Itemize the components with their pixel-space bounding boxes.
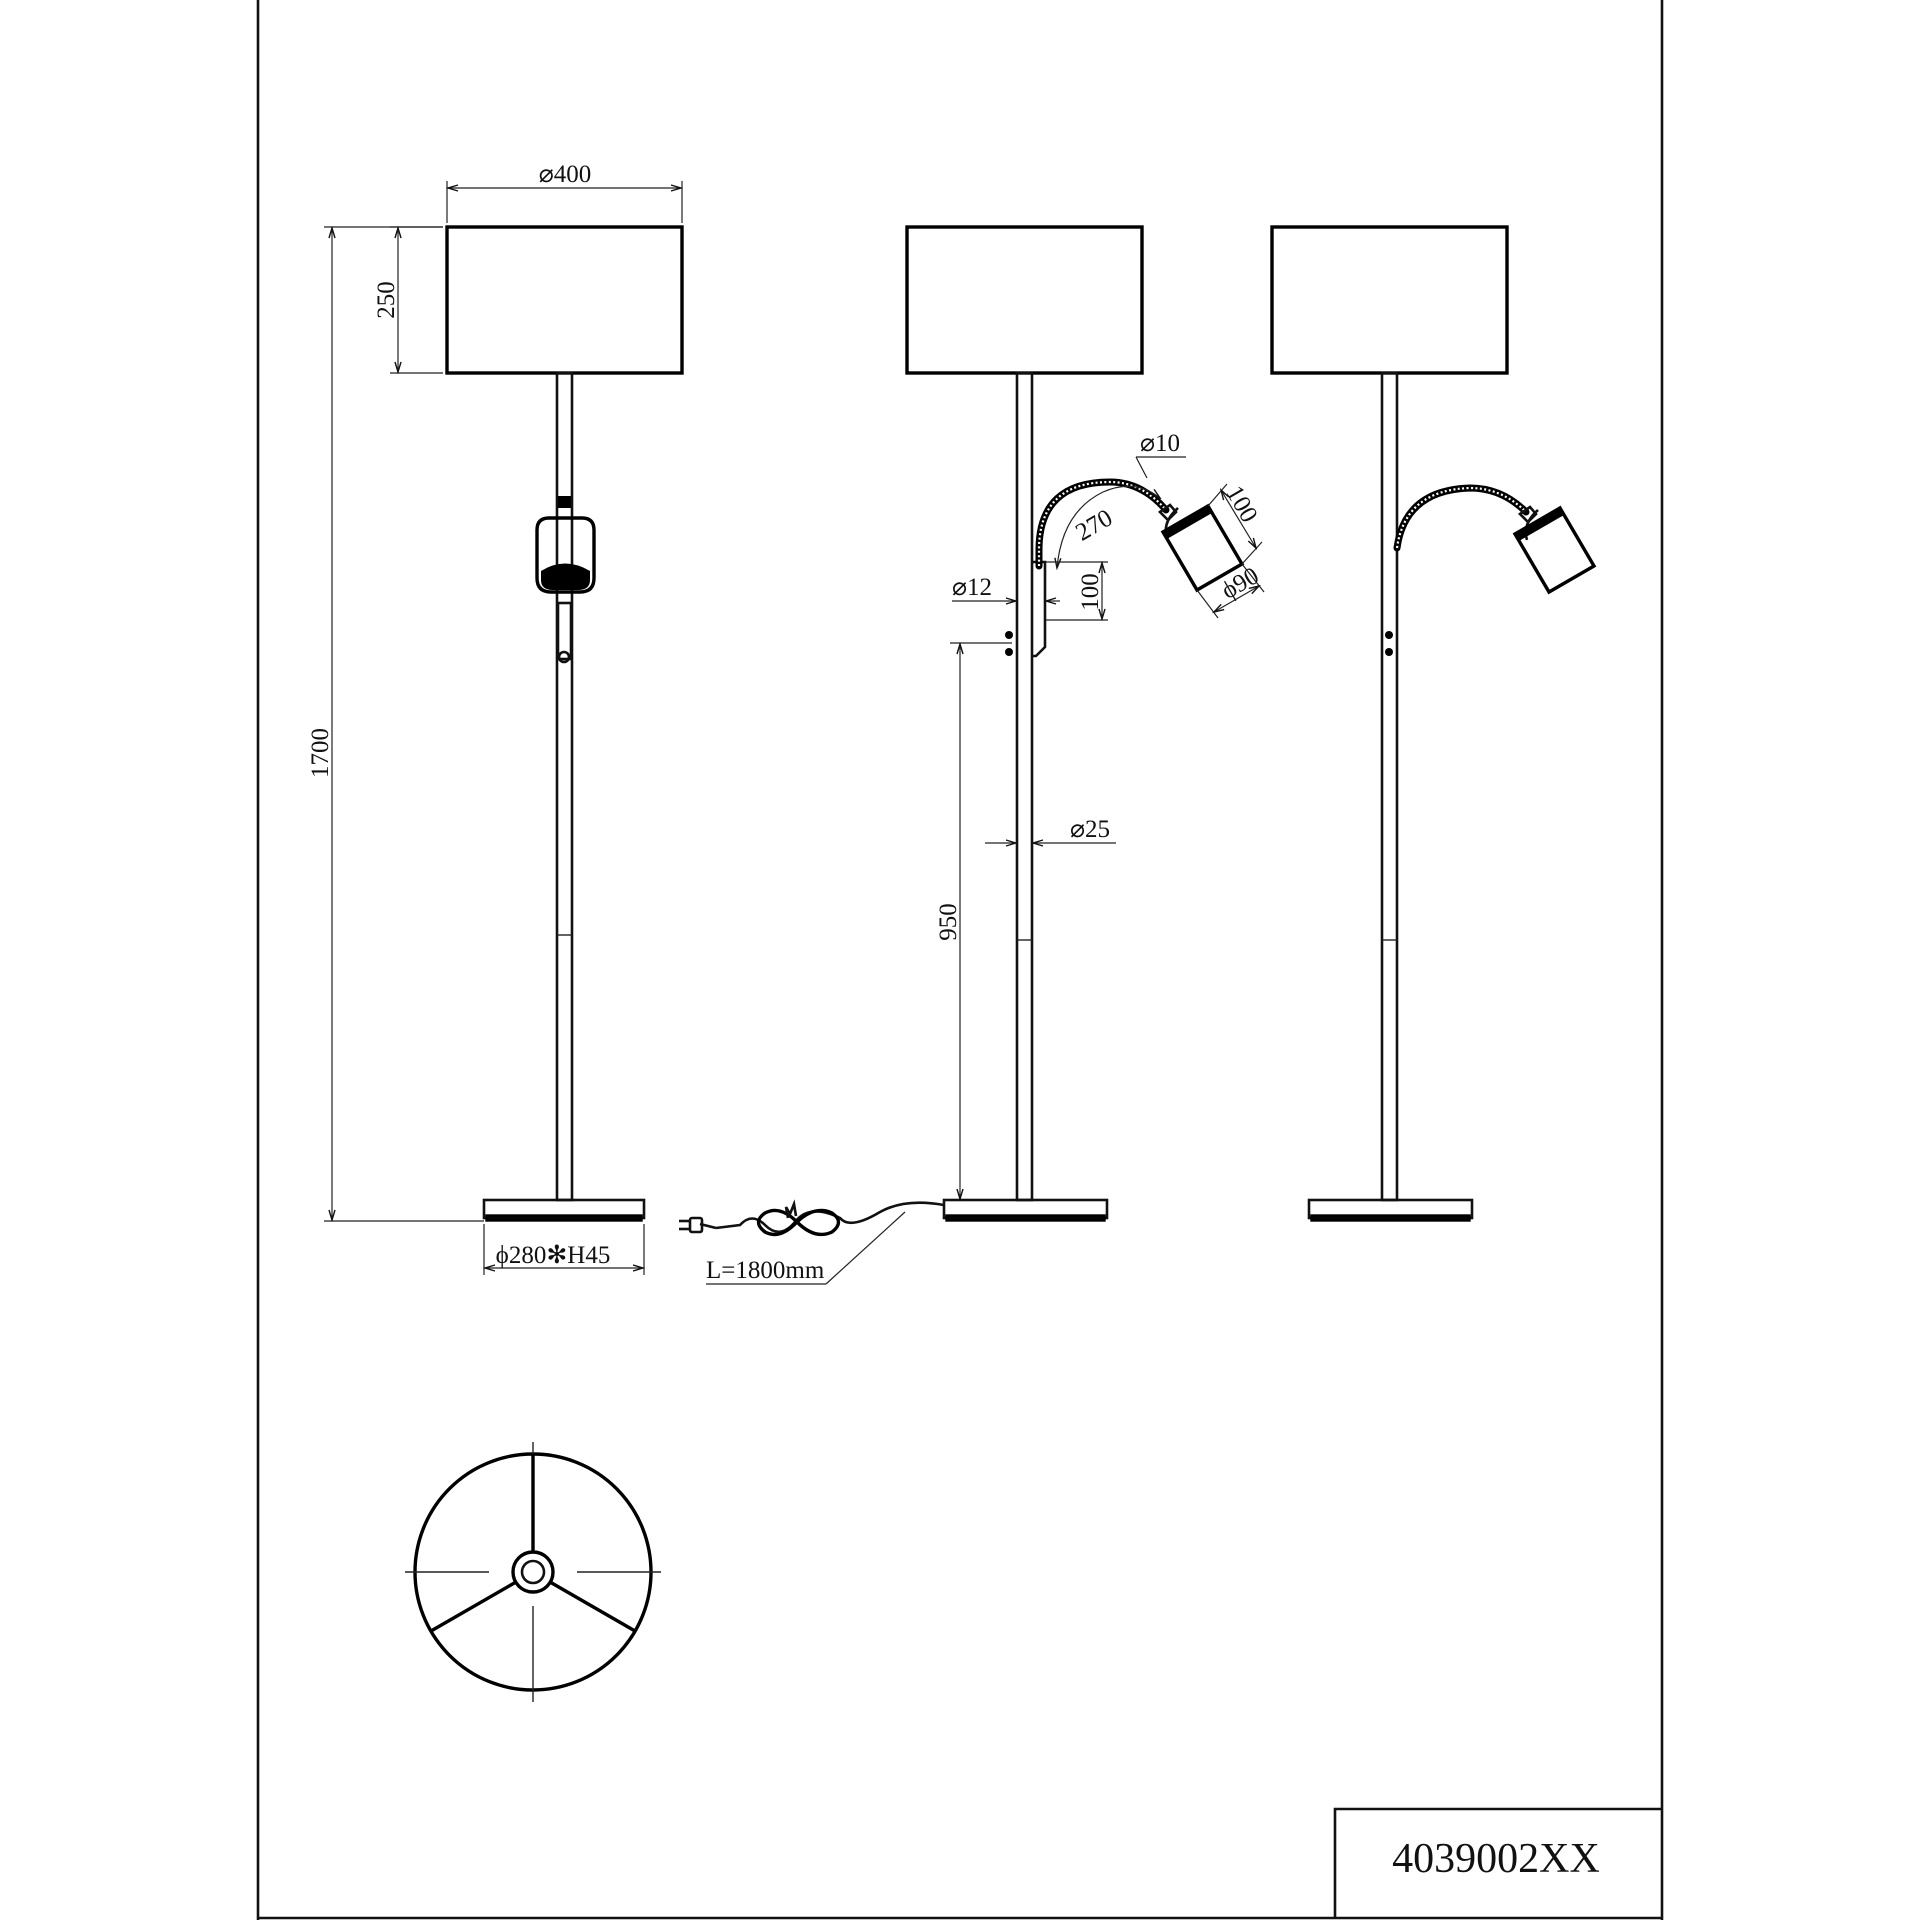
dim-arm-diameter: ⌀10 — [1140, 430, 1180, 457]
title-block: 4039002XX — [1333, 1807, 1662, 1918]
front-view-dimensions: ⌀400 250 1700 ϕ280✻H45 — [307, 161, 682, 1275]
dim-mount-diameter: ⌀12 — [952, 574, 992, 601]
dim-head-length: 100 — [1220, 481, 1262, 527]
dim-mount-height: 100 — [1077, 573, 1104, 611]
dim-head-diameter: ϕ90 — [1217, 562, 1264, 604]
front-view-lamp — [445, 225, 684, 1222]
side-view-dimensions: ⌀10 270 100 ⌀12 100 ϕ90 ⌀25 950 — [935, 430, 1265, 1199]
side-view-lamp-plain — [1270, 225, 1597, 1222]
front-base — [482, 1198, 646, 1222]
dim-shade-height: 250 — [373, 281, 400, 319]
front-reading-head — [535, 516, 596, 594]
power-cord: L=1800mm — [679, 1199, 945, 1285]
dim-total-height: 1700 — [307, 728, 334, 778]
dim-cable-length: L=1800mm — [706, 1257, 825, 1284]
front-shade — [445, 225, 684, 375]
dim-shade-diameter: ⌀400 — [539, 161, 592, 188]
plan-view-base — [405, 1442, 661, 1702]
model-number: 4039002XX — [1392, 1836, 1600, 1882]
dim-mount-position: 950 — [935, 903, 962, 941]
side-shade — [905, 225, 1144, 375]
side-pole — [1015, 371, 1034, 1202]
dim-base: ϕ280✻H45 — [496, 1242, 611, 1269]
sheet-frame — [256, 0, 1664, 1920]
side-base — [942, 1198, 1109, 1222]
dim-pole-diameter: ⌀25 — [1070, 816, 1110, 843]
